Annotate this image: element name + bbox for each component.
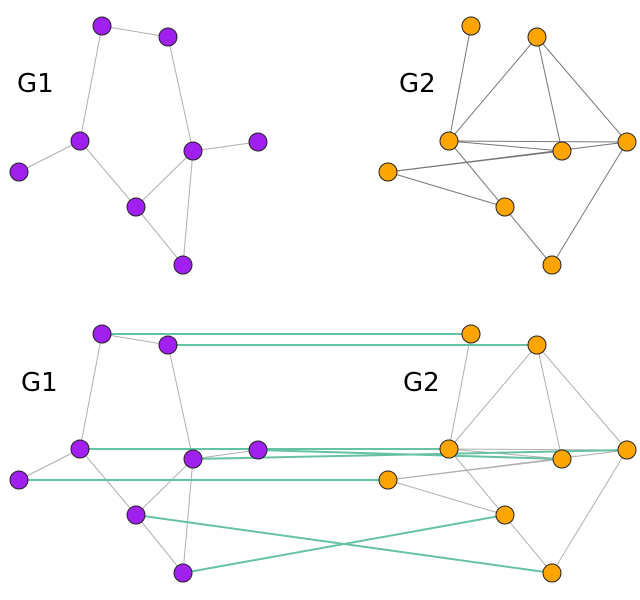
g2-node <box>461 16 481 36</box>
g2-node <box>439 131 459 151</box>
g2-node <box>527 27 547 47</box>
g2-node <box>542 255 562 275</box>
bottom-g1-edges <box>18 333 259 574</box>
g1-node <box>248 440 268 460</box>
top-g2-edges <box>387 25 628 266</box>
g1-edge <box>79 448 137 516</box>
g2-edge <box>448 333 472 450</box>
g2-node <box>495 505 515 525</box>
g2-edge <box>536 344 628 451</box>
g2-edge <box>387 479 506 516</box>
g1-node <box>126 505 146 525</box>
g1-node <box>92 16 112 36</box>
g2-edge <box>536 36 563 152</box>
bottom-g2-label: G2 <box>403 368 440 398</box>
g1-node <box>70 131 90 151</box>
g1-node <box>70 439 90 459</box>
g1-node <box>248 132 268 152</box>
g1-node <box>183 449 203 469</box>
g2-edge <box>536 36 628 143</box>
g2-edge <box>387 449 628 481</box>
g1-node <box>9 162 29 182</box>
g1-edge <box>18 448 81 481</box>
g1-edge <box>79 140 137 208</box>
g2-edge <box>536 344 563 460</box>
g2-node <box>378 162 398 182</box>
g1-node <box>173 255 193 275</box>
top-g2-label: G2 <box>399 69 436 99</box>
top-g1-label: G1 <box>17 69 54 99</box>
g2-edge <box>387 171 506 208</box>
g2-node <box>617 132 637 152</box>
top-panel: G1 G2 <box>9 16 637 275</box>
g1-node <box>158 27 178 47</box>
g2-edge <box>387 141 628 173</box>
g2-edge <box>551 449 628 574</box>
bottom-g1-label: G1 <box>21 368 58 398</box>
top-g2-nodes <box>378 16 637 275</box>
g2-node <box>552 449 572 469</box>
g2-node <box>552 141 572 161</box>
g1-edge <box>182 150 194 266</box>
g2-node <box>527 335 547 355</box>
g1-node <box>126 197 146 217</box>
g1-edge <box>79 333 103 450</box>
g2-node <box>439 439 459 459</box>
g1-edge <box>135 150 194 208</box>
g1-edge <box>79 25 103 142</box>
bottom-g2-nodes <box>378 324 637 583</box>
g1-edge <box>135 514 184 574</box>
g1-edge <box>167 36 194 152</box>
g1-edge <box>135 458 194 516</box>
g2-node <box>495 197 515 217</box>
g1-node <box>92 324 112 344</box>
g1-edge <box>192 141 259 152</box>
matching-edge <box>192 449 628 460</box>
g1-edge <box>192 449 259 460</box>
g2-edge <box>448 140 563 152</box>
g2-edge <box>448 36 538 142</box>
g2-edge <box>448 448 563 460</box>
g2-edge <box>448 25 472 142</box>
g2-edge <box>551 141 628 266</box>
bottom-g2-edges <box>387 333 628 574</box>
g1-node <box>183 141 203 161</box>
g1-edge <box>135 206 184 266</box>
matching-edge <box>182 514 506 574</box>
g1-node <box>173 563 193 583</box>
g1-node <box>9 470 29 490</box>
g2-edge <box>448 140 628 143</box>
g1-edge <box>182 458 194 574</box>
top-g1-edges <box>18 25 259 266</box>
bottom-match-edges <box>19 333 628 574</box>
g1-node <box>158 335 178 355</box>
g2-node <box>378 470 398 490</box>
g1-edge <box>101 25 169 38</box>
g2-edge <box>448 344 538 450</box>
g1-edge <box>18 140 81 173</box>
g2-node <box>617 440 637 460</box>
top-g1-nodes <box>9 16 268 275</box>
bottom-g1-nodes <box>9 324 268 583</box>
g2-node <box>542 563 562 583</box>
g1-edge <box>101 333 169 346</box>
bottom-panel: G1 G2 <box>9 324 637 583</box>
g2-node <box>461 324 481 344</box>
g1-edge <box>167 344 194 460</box>
